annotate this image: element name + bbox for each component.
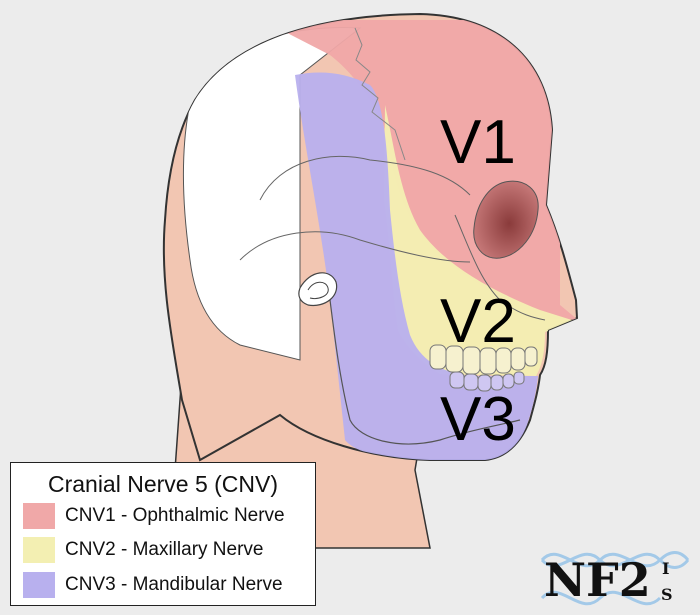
skull-suture xyxy=(354,27,406,161)
zygomatic-line xyxy=(239,231,471,263)
v2-label: V2 xyxy=(440,287,516,356)
legend-swatch-v3 xyxy=(23,572,55,598)
legend-label-v1: CNV1 - Ophthalmic Nerve xyxy=(65,505,285,526)
temporal-line xyxy=(259,155,471,201)
dna-icon xyxy=(540,551,690,606)
legend-label-v2: CNV2 - Maxillary Nerve xyxy=(65,539,264,560)
ear-shape xyxy=(298,272,338,307)
upper-teeth xyxy=(429,344,538,375)
logo-suffix-top: I xyxy=(662,559,669,578)
ear-detail xyxy=(307,281,329,299)
legend-label-v3: CNV3 - Mandibular Nerve xyxy=(65,574,283,595)
v3-region xyxy=(295,72,538,460)
v3-label: V3 xyxy=(440,385,516,454)
legend-item-v2: CNV2 - Maxillary Nerve xyxy=(23,537,263,563)
jaw-line xyxy=(329,299,521,445)
nf2is-logo: NF2 I S xyxy=(540,551,690,607)
lower-teeth xyxy=(449,371,525,392)
v1-label: V1 xyxy=(440,108,516,177)
legend-item-v1: CNV1 - Ophthalmic Nerve xyxy=(23,503,285,529)
logo-suffix-bottom: S xyxy=(661,585,673,604)
logo-text: NF2 xyxy=(544,553,651,607)
legend-title: Cranial Nerve 5 (CNV) xyxy=(47,471,279,497)
v2-region xyxy=(384,105,577,376)
legend-swatch-v1 xyxy=(23,503,55,529)
maxilla-line xyxy=(454,214,546,321)
legend-item-v3: CNV3 - Mandibular Nerve xyxy=(23,572,283,598)
legend-swatch-v2 xyxy=(23,537,55,563)
eye-orbit xyxy=(473,180,539,259)
legend-box: Cranial Nerve 5 (CNV) CNV1 - Ophthalmic … xyxy=(10,462,316,606)
